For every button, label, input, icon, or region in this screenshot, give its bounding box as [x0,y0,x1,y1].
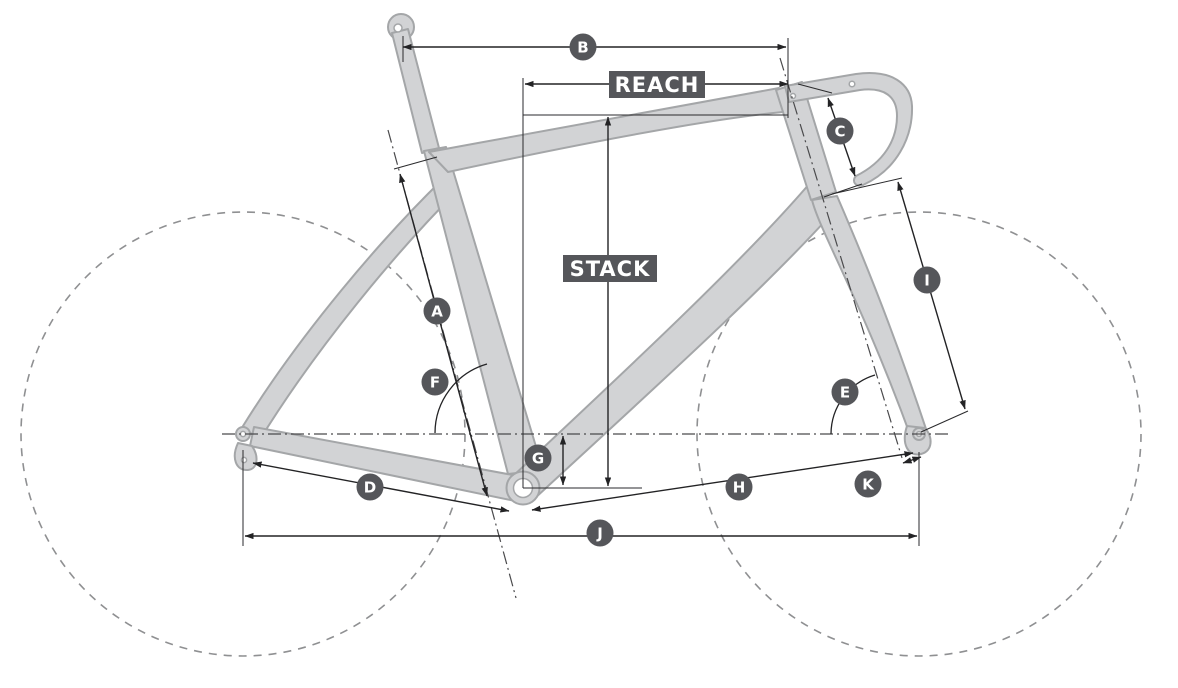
label-badge-e: E [831,378,859,406]
label-j: J [596,525,603,543]
label-badge-b: B [569,33,597,61]
label-badge-k: K [854,470,882,498]
label-g: G [532,450,544,468]
label-e: E [840,384,850,402]
label-badge-a: A [423,297,451,325]
ref-tick-c-bottom [823,183,863,198]
front-wheel-circle [696,211,1142,657]
stack-tag [563,255,657,282]
dimension-line-i [897,181,966,410]
ref-tick-i-top [831,177,903,195]
reach-tag [609,71,705,98]
label-badge-h: H [725,473,753,501]
label-badge-j: J [586,519,614,547]
label-badges: A B C D E F G H [356,33,941,547]
fork [811,195,928,441]
steering-axis-line [779,57,903,459]
seatpost-clamp-hole [393,23,403,33]
label-b: B [577,39,588,57]
top-tube [428,87,784,173]
rear-axle-hole [239,430,247,438]
dimension-line-h [531,451,914,512]
label-h: H [733,479,746,497]
label-badge-f: F [421,368,449,396]
dimension-line-a [399,173,488,497]
label-i: I [924,272,930,290]
down-tube [511,182,837,500]
headset-bolt [789,92,797,100]
angle-arc-f [434,363,488,434]
ref-tick-i-bottom [920,410,969,433]
label-a: A [431,303,443,321]
derailleur-hanger [233,442,258,472]
ref-tick-a-top [393,156,438,170]
measurement-tags: REACH STACK [563,71,705,282]
label-k: K [862,476,875,494]
dimension-line-k [902,456,922,464]
hanger-hole [240,456,248,464]
label-f: F [430,374,440,392]
stack-tag-label: STACK [570,257,651,281]
stem-bolt [848,80,856,88]
label-d: D [364,479,376,497]
label-badge-c: C [826,117,854,145]
label-c: C [834,123,845,141]
label-badge-i: I [913,266,941,294]
reach-tag-label: REACH [615,73,700,97]
label-badge-d: D [356,473,384,501]
ref-tick-c-top [797,83,833,94]
label-badge-g: G [524,444,552,472]
